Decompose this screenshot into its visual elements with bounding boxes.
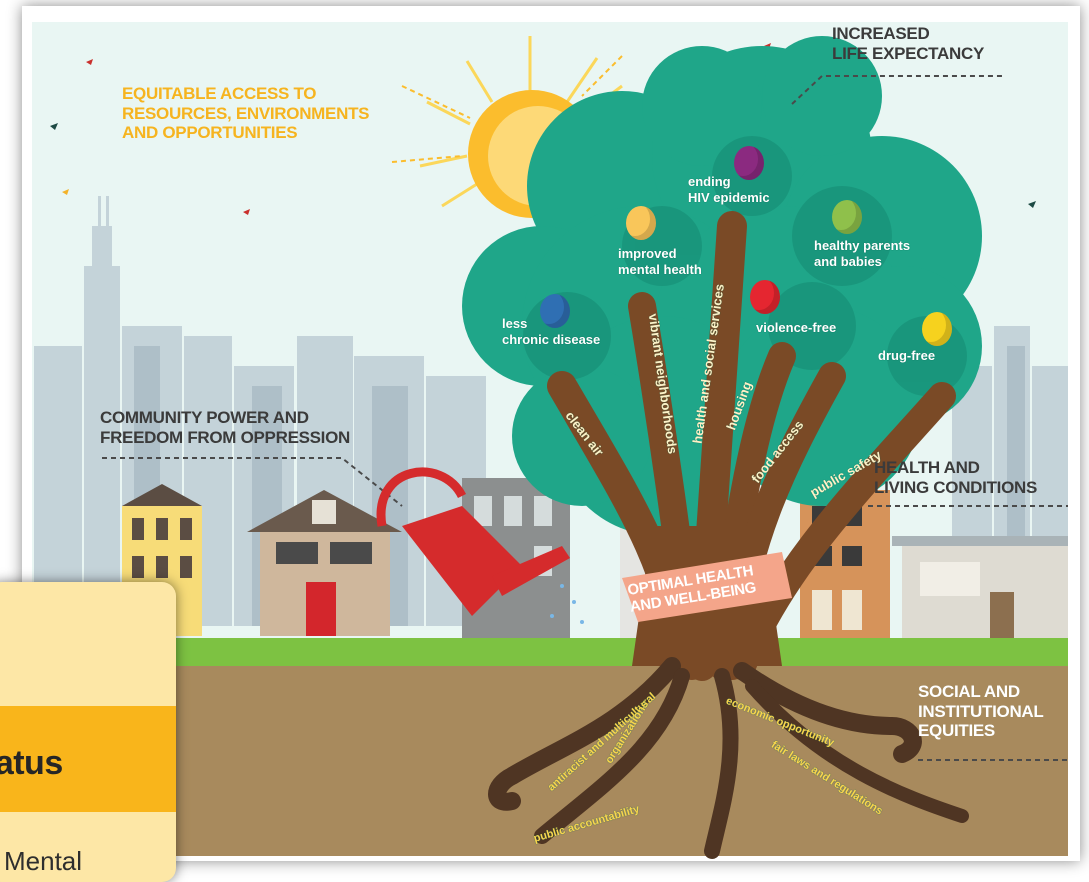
fruit-label: violence-free — [756, 320, 837, 335]
fruit-icon — [750, 280, 780, 314]
fruit-icon — [734, 146, 764, 180]
fruit-icon — [832, 200, 862, 234]
fruit-icon — [626, 206, 656, 240]
health-living-label: HEALTH AND LIVING CONDITIONS — [874, 458, 1038, 497]
watering-can-icon — [376, 467, 584, 624]
social-equities-label: SOCIAL AND INSTITUTIONAL EQUITIES — [918, 682, 1044, 741]
status-card-overlay: tatus Mental — [0, 582, 176, 882]
grass — [32, 638, 1068, 668]
banner-shape — [622, 552, 792, 622]
life-expectancy-label: INCREASED LIFE EXPECTANCY — [832, 24, 984, 63]
fruit-icon — [922, 312, 952, 346]
fruit-icon — [540, 294, 570, 328]
status-heading: tatus — [0, 744, 63, 782]
infographic-frame: EQUITABLE ACCESS TO RESOURCES, ENVIRONME… — [22, 6, 1080, 861]
health-tree-illustration — [32, 22, 1068, 859]
status-band — [0, 706, 176, 812]
mental-item: Mental — [4, 846, 83, 876]
community-power-label: COMMUNITY POWER AND FREEDOM FROM OPPRESS… — [100, 408, 351, 447]
equitable-access-label: EQUITABLE ACCESS TO RESOURCES, ENVIRONME… — [122, 84, 370, 143]
tree-roots — [488, 657, 969, 859]
fruit-label: drug-free — [878, 348, 936, 363]
